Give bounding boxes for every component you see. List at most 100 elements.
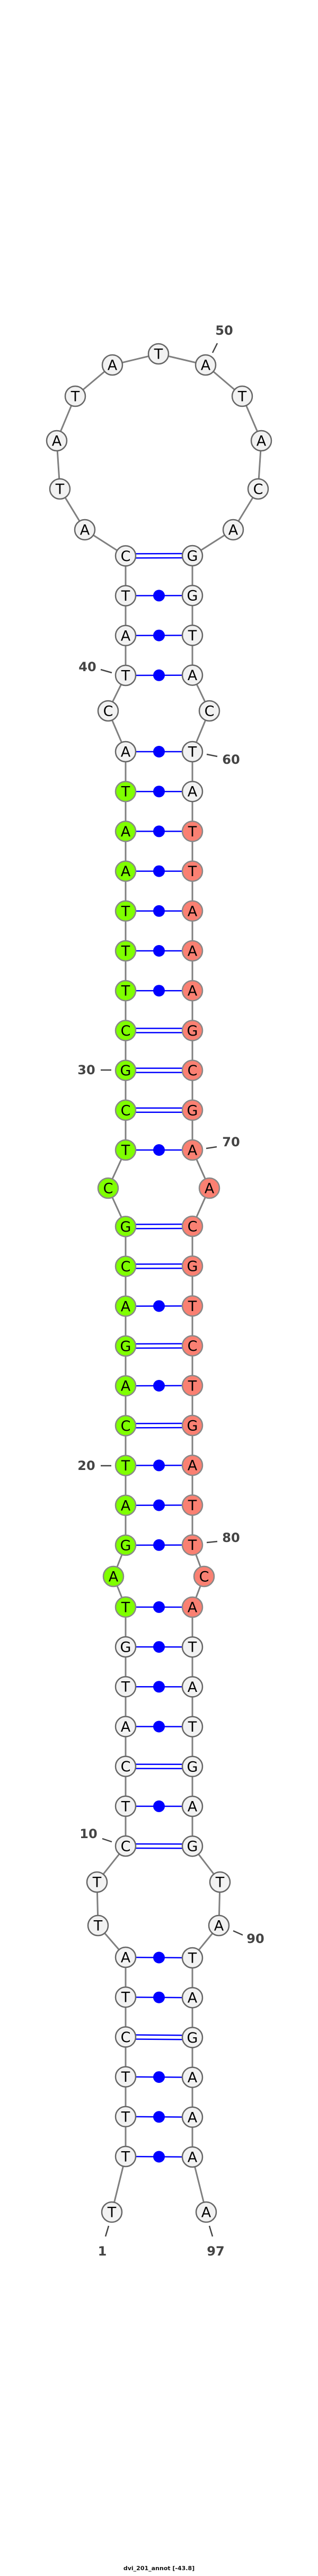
nucleotide-letter: T	[188, 628, 197, 644]
nucleotide-83: T	[181, 1636, 204, 1658]
nucleotide-42: T	[114, 585, 137, 607]
nucleotide-circle	[114, 1415, 137, 1437]
nucleotide-28: T	[114, 1139, 137, 1161]
nucleotide-circle	[181, 860, 204, 882]
nucleotide-circle	[181, 1020, 204, 1041]
nucleotide-14: T	[114, 1675, 137, 1698]
position-label-70: 70	[222, 1135, 240, 1149]
nucleotide-72: C	[181, 1215, 204, 1237]
pair-dot	[153, 1601, 165, 1613]
nucleotide-60: T	[181, 741, 204, 763]
nucleotide-38: A	[114, 741, 137, 763]
nucleotide-circle	[114, 1636, 137, 1658]
nucleotide-letter: A	[188, 1990, 198, 2007]
nucleotide-letter: G	[120, 1219, 131, 1235]
nucleotide-letter: A	[108, 358, 118, 374]
pair-dot	[153, 1380, 165, 1392]
nucleotide-circle	[181, 1139, 204, 1161]
nucleotide-circle	[114, 1375, 137, 1397]
nucleotide-circle	[114, 860, 137, 882]
nucleotide-5: C	[114, 2026, 137, 2048]
nucleotide-letter: T	[121, 1798, 130, 1815]
nucleotide-letter: A	[188, 1600, 198, 1616]
nucleotide-letter: A	[214, 1918, 224, 1935]
position-label-60: 60	[222, 752, 240, 767]
nucleotide-31: C	[114, 1020, 137, 1041]
nucleotide-46: A	[46, 430, 68, 452]
nucleotide-circle	[114, 1946, 137, 1968]
nucleotide-48: A	[101, 354, 123, 376]
position-tick	[211, 343, 218, 353]
nucleotide-circle	[209, 1871, 231, 1893]
nucleotide-74: T	[181, 1295, 204, 1317]
nucleotide-circle	[64, 385, 86, 407]
nucleotide-circle	[114, 821, 137, 842]
position-tick	[102, 1838, 112, 1843]
nucleotide-circle	[86, 1871, 108, 1893]
nucleotide-2: T	[114, 2145, 137, 2168]
nucleotide-75: C	[181, 1335, 204, 1357]
nucleotide-circle	[222, 519, 244, 541]
nucleotide-circle	[114, 780, 137, 803]
nucleotide-letter: A	[188, 943, 198, 960]
nucleotide-circle	[198, 700, 220, 722]
nucleotide-letter: T	[188, 1719, 197, 1735]
nucleotide-letter: T	[188, 1498, 197, 1514]
nucleotide-circle	[114, 979, 137, 1002]
nucleotide-letter: G	[120, 1063, 131, 1079]
nucleotide-letter: T	[107, 2205, 117, 2221]
nucleotide-87: A	[181, 1795, 204, 1817]
nucleotide-19: A	[114, 1494, 137, 1517]
nucleotide-letter: G	[187, 2030, 198, 2046]
pair-dot	[153, 865, 165, 877]
nucleotide-56: G	[181, 584, 204, 607]
nucleotide-circle	[181, 1986, 204, 2009]
nucleotide-55: G	[181, 545, 204, 567]
nucleotide-letter: A	[188, 1143, 198, 1159]
nucleotide-letter: A	[188, 784, 198, 800]
nucleotide-circle	[181, 1414, 204, 1437]
nucleotide-letter: A	[188, 2150, 198, 2166]
nucleotide-82: A	[181, 1596, 204, 1618]
nucleotide-circle	[114, 1534, 137, 1556]
pair-dot	[153, 905, 165, 917]
nucleotide-circle	[181, 2146, 204, 2168]
nucleotide-17: A	[102, 1565, 125, 1588]
nucleotide-letter: G	[120, 1538, 131, 1554]
nucleotide-13: A	[114, 1716, 137, 1737]
nucleotide-circle	[87, 1914, 109, 1937]
nucleotide-letter: T	[121, 943, 130, 960]
nucleotide-letter: A	[201, 2205, 211, 2221]
nucleotide-65: A	[181, 940, 204, 962]
nucleotide-86: G	[181, 1755, 204, 1778]
nucleotide-letter: C	[205, 703, 215, 720]
pair-dot	[153, 985, 165, 997]
nucleotide-letter: A	[121, 1298, 131, 1315]
nucleotide-64: A	[181, 900, 204, 922]
nucleotide-letter: A	[121, 1378, 131, 1395]
nucleotide-30: G	[114, 1059, 137, 1081]
nucleotide-letter: T	[121, 1143, 130, 1159]
position-label-10: 10	[80, 1826, 97, 1841]
nucleotide-52: A	[250, 430, 272, 452]
nucleotide-letter: T	[121, 2109, 130, 2125]
nucleotide-letter: A	[121, 863, 131, 880]
pair-dot	[153, 746, 165, 757]
pair-dot	[153, 1641, 165, 1653]
nucleotide-circle	[181, 1947, 204, 1969]
nucleotide-letter: A	[52, 433, 62, 450]
nucleotide-7: A	[114, 1946, 137, 1968]
nucleotide-letter: A	[257, 433, 267, 450]
nucleotide-35: A	[114, 860, 137, 882]
nucleotide-95: A	[181, 2106, 204, 2128]
nucleotide-84: A	[181, 1676, 204, 1698]
pair-dot	[153, 1991, 165, 2003]
nucleotide-23: G	[114, 1335, 137, 1357]
nucleotide-18: G	[114, 1534, 137, 1556]
nucleotide-25: C	[114, 1255, 137, 1277]
nucleotide-circle	[147, 343, 170, 365]
nucleotide-21: C	[114, 1415, 137, 1437]
nucleotide-circle	[181, 1335, 204, 1357]
pair-dot	[153, 1300, 165, 1312]
nucleotide-letter: C	[121, 1839, 131, 1855]
